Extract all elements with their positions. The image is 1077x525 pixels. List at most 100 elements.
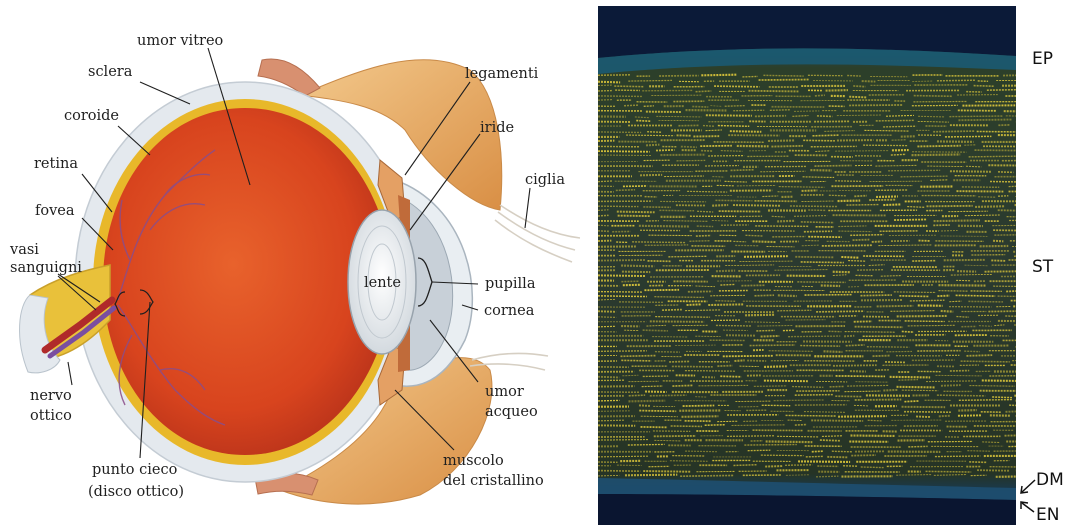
- label-fovea: fovea: [35, 203, 75, 219]
- stroma-fiber: [864, 130, 909, 131]
- label-ciglia: ciglia: [525, 172, 565, 188]
- label-muscolo: muscolo: [443, 453, 504, 469]
- stroma-fiber: [759, 80, 809, 81]
- label-coroide: coroide: [64, 108, 119, 124]
- micrograph-background: [598, 6, 1016, 525]
- stroma-fiber: [894, 219, 926, 220]
- stroma-fiber: [1009, 220, 1052, 221]
- stroma-fiber: [654, 440, 681, 441]
- stroma-fiber: [966, 355, 992, 356]
- stroma-fiber: [988, 311, 1040, 312]
- stroma-fiber: [833, 365, 877, 366]
- stroma-fiber: [598, 420, 625, 421]
- stroma-fiber: [822, 245, 872, 246]
- stroma-fiber: [685, 371, 735, 372]
- stroma-fiber: [941, 311, 954, 312]
- stroma-fiber: [749, 91, 799, 92]
- pointer-arrows: [1021, 480, 1035, 512]
- stroma-fiber: [598, 132, 641, 133]
- stroma-fiber: [794, 216, 827, 217]
- stroma-fiber: [812, 135, 838, 136]
- stroma-fiber: [1015, 416, 1031, 417]
- stroma-fiber: [937, 296, 949, 297]
- label-acqueo: acqueo: [485, 404, 538, 420]
- stroma-fiber: [1015, 205, 1043, 206]
- stroma-fiber: [598, 400, 620, 401]
- stroma-fiber: [994, 235, 1039, 236]
- stroma-fiber: [853, 86, 865, 87]
- stroma-fiber: [846, 205, 879, 206]
- stroma-fiber: [998, 210, 1031, 211]
- stroma-fiber: [977, 470, 1010, 471]
- corneal-micrograph: EP ST DM EN: [598, 6, 1064, 525]
- endothelium-band: [598, 494, 1016, 525]
- stroma-fiber: [643, 330, 668, 331]
- stroma-fiber: [655, 352, 680, 353]
- label-retina: retina: [34, 156, 78, 172]
- stroma-fiber: [654, 297, 703, 298]
- stroma-fiber: [876, 196, 898, 197]
- stroma-fiber: [744, 256, 788, 257]
- stroma-fiber: [949, 301, 961, 302]
- stroma-fiber: [990, 467, 1041, 468]
- stroma-fiber: [854, 196, 867, 197]
- stroma-fiber: [998, 321, 1043, 322]
- stroma-fiber: [764, 381, 808, 382]
- stroma-fiber: [801, 262, 844, 263]
- stroma-fiber: [721, 151, 743, 152]
- stroma-fiber: [956, 317, 969, 318]
- stroma-fiber: [992, 225, 1040, 226]
- stroma-fiber: [918, 116, 944, 117]
- stroma-fiber: [845, 332, 895, 333]
- label-sclera: sclera: [88, 64, 133, 80]
- label-umor: umor: [485, 384, 524, 400]
- label-iride: iride: [480, 120, 514, 136]
- stroma-fiber: [598, 151, 650, 152]
- stroma-fiber: [917, 146, 960, 147]
- label-disco-ottico: (disco ottico): [88, 484, 184, 500]
- stroma-fiber: [1008, 446, 1035, 447]
- eye-diagram: umor vitreo sclera coroide retina fovea …: [9, 33, 580, 504]
- stroma-fiber: [639, 226, 689, 227]
- stroma-fiber: [926, 381, 977, 382]
- stroma-fiber: [628, 80, 672, 81]
- stroma-fiber: [598, 96, 642, 97]
- stroma-fiber: [642, 386, 663, 387]
- stroma-fiber: [754, 386, 787, 387]
- stroma-fiber: [598, 456, 649, 457]
- stroma-fiber: [774, 400, 824, 401]
- stroma-fiber: [1013, 306, 1060, 307]
- stroma-fiber: [1016, 401, 1036, 402]
- stroma-fiber: [996, 476, 1039, 477]
- label-punto-cieco: punto cieco: [92, 462, 177, 478]
- label-st: ST: [1032, 257, 1054, 277]
- stroma-fiber: [982, 380, 1033, 381]
- stroma-fiber: [795, 425, 807, 426]
- label-en: EN: [1036, 505, 1059, 525]
- stroma-fiber: [768, 140, 794, 141]
- stroma-fiber: [1005, 435, 1034, 436]
- stroma-fiber: [598, 475, 619, 476]
- label-legamenti: legamenti: [465, 66, 539, 82]
- label-lente: lente: [364, 275, 401, 291]
- stroma-fiber: [883, 126, 916, 127]
- stroma-fiber: [621, 360, 651, 361]
- stroma-fiber: [902, 331, 914, 332]
- stroma-fiber: [685, 451, 717, 452]
- stroma-fiber: [723, 356, 774, 357]
- stroma-fiber: [1005, 411, 1026, 412]
- stroma-fiber: [1015, 346, 1042, 347]
- stroma-fiber: [816, 311, 864, 312]
- label-dm: DM: [1036, 470, 1064, 490]
- label-del-cristallino: del cristallino: [443, 473, 544, 489]
- label-ottico: ottico: [30, 408, 72, 424]
- label-sanguigni: sanguigni: [10, 260, 82, 276]
- stroma-fiber: [598, 292, 642, 293]
- label-ep: EP: [1032, 49, 1053, 69]
- stroma-fiber: [837, 115, 881, 116]
- label-umor-vitreo: umor vitreo: [137, 33, 223, 49]
- label-vasi: vasi: [9, 242, 39, 258]
- stroma-fiber: [990, 182, 1042, 183]
- stroma-fiber: [801, 222, 834, 223]
